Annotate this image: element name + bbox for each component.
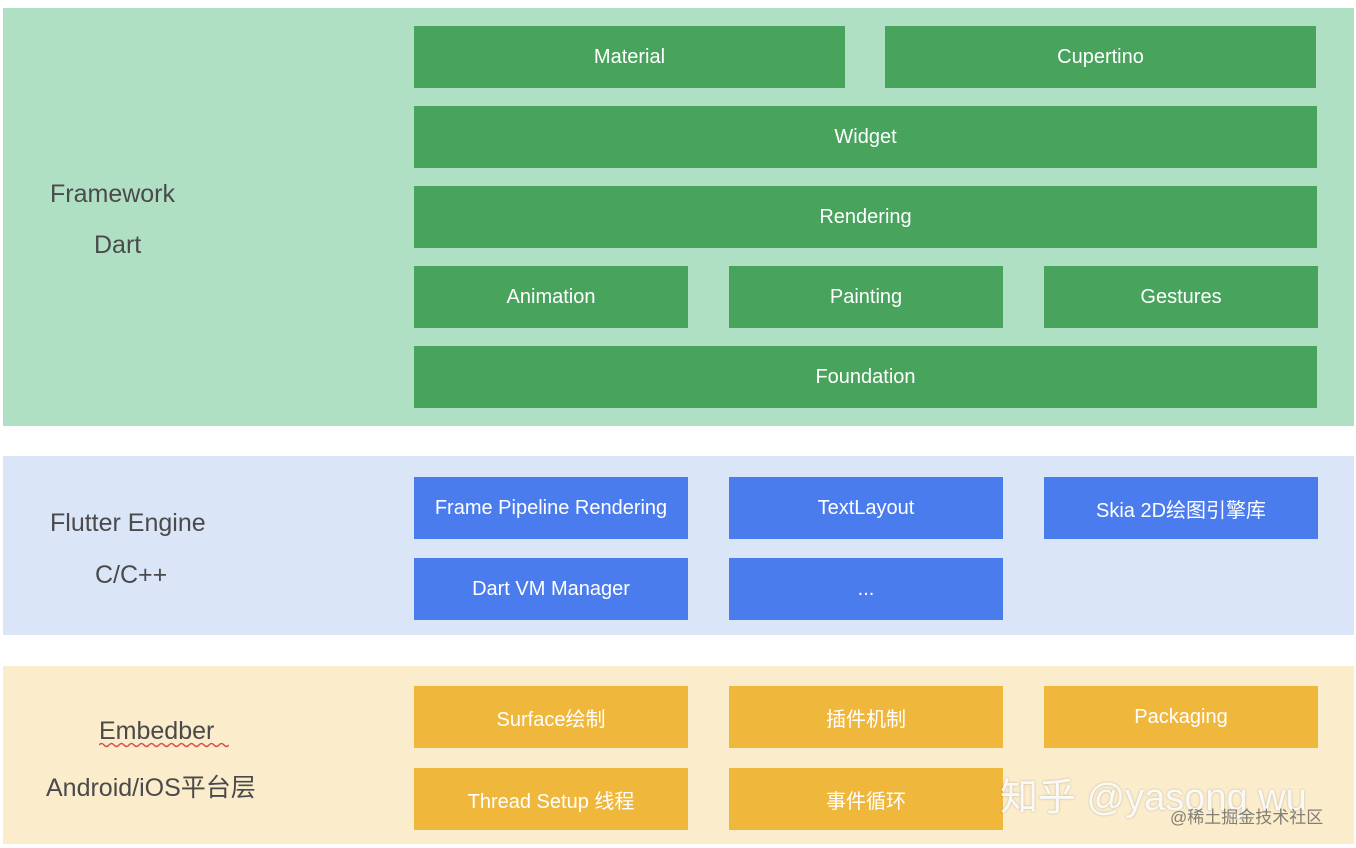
more-block: ... <box>729 558 1003 620</box>
widget-block: Widget <box>414 106 1317 168</box>
zhihu-watermark: 知乎 @yasong wu <box>1000 777 1307 819</box>
skia-block: Skia 2D绘图引擎库 <box>1044 477 1318 539</box>
frame-pipeline-block: Frame Pipeline Rendering <box>414 477 688 539</box>
foundation-block: Foundation <box>414 346 1317 408</box>
event-loop-block: 事件循环 <box>729 768 1003 830</box>
flutter-engine-label: Flutter Engine <box>50 509 206 537</box>
framework-label: Framework <box>50 180 176 208</box>
material-block: Material <box>414 26 845 88</box>
plugin-block: 插件机制 <box>729 686 1003 748</box>
cpp-label: C/C++ <box>95 561 168 589</box>
rendering-block: Rendering <box>414 186 1317 248</box>
platform-label: Android/iOS平台层 <box>46 774 256 802</box>
spellcheck-underline <box>99 742 229 748</box>
thread-setup-block: Thread Setup 线程 <box>414 768 688 830</box>
text-layout-block: TextLayout <box>729 477 1003 539</box>
animation-block: Animation <box>414 266 688 328</box>
embedder-label: Embedber <box>99 717 215 745</box>
cupertino-block: Cupertino <box>885 26 1316 88</box>
painting-block: Painting <box>729 266 1003 328</box>
juejin-watermark: @稀土掘金技术社区 <box>1170 808 1324 827</box>
gestures-block: Gestures <box>1044 266 1318 328</box>
dart-label: Dart <box>94 231 142 259</box>
surface-block: Surface绘制 <box>414 686 688 748</box>
dart-vm-block: Dart VM Manager <box>414 558 688 620</box>
packaging-block: Packaging <box>1044 686 1318 748</box>
